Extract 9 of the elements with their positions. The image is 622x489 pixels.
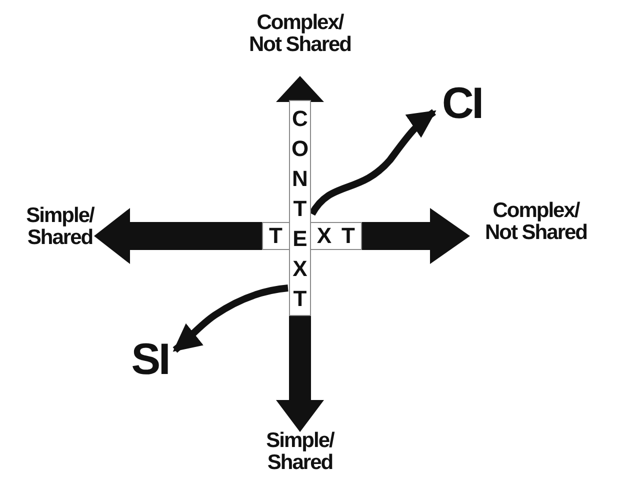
axis-label: Complex/ Not Shared	[484, 200, 588, 244]
curved-arrow	[309, 109, 436, 216]
axis-label: Simple/ Shared	[265, 430, 336, 474]
axis-label: Simple/ Shared	[25, 205, 96, 250]
axis-label: Complex/ Not Shared	[248, 12, 352, 56]
vertical-word: CONTEXT	[289, 100, 311, 316]
axis-label: SI	[126, 338, 174, 384]
axis-label: CI	[436, 82, 488, 128]
curved-arrow	[172, 284, 288, 353]
